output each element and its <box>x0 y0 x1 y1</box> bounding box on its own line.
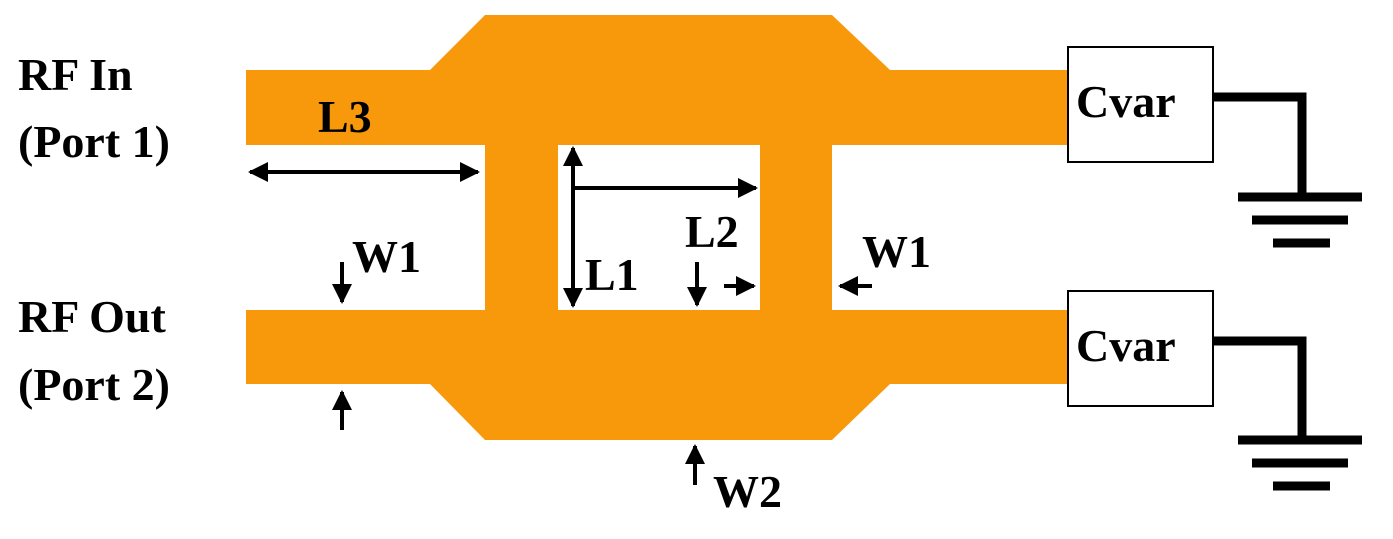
port1-label: (Port 1) <box>18 116 170 167</box>
w1-left-label: W1 <box>352 231 421 282</box>
ground-bottom-symbol <box>1213 336 1362 491</box>
l2-label: L2 <box>685 206 739 257</box>
ground-top-symbol <box>1213 92 1362 248</box>
l1-label: L1 <box>585 249 639 300</box>
rf-out-label: RF Out <box>18 291 166 342</box>
rf-in-label: RF In <box>18 49 133 100</box>
l3-label: L3 <box>318 91 372 142</box>
w1-right-label: W1 <box>862 226 931 277</box>
w2-label: W2 <box>713 466 782 517</box>
cvar-top-label: Cvar <box>1076 76 1176 127</box>
cvar-top-box <box>1067 46 1214 163</box>
port2-label: (Port 2) <box>18 359 170 410</box>
cvar-bottom-label: Cvar <box>1076 320 1176 371</box>
microstrip-conductor <box>246 15 1068 440</box>
cvar-bottom-box <box>1067 290 1214 407</box>
